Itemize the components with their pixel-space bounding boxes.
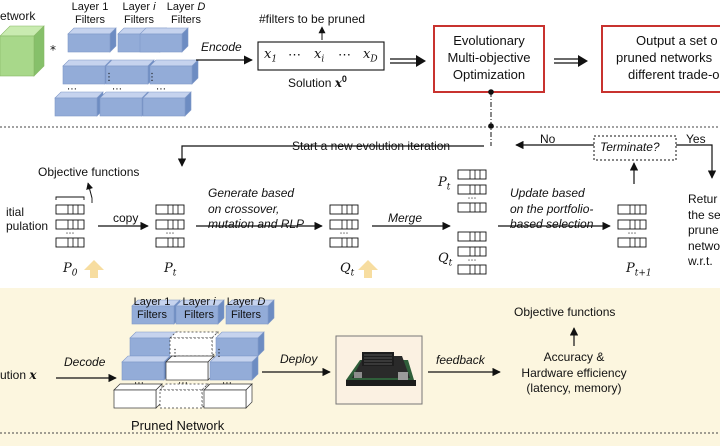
terminate-label: Terminate? xyxy=(600,140,660,154)
svg-text:⋮: ⋮ xyxy=(214,348,224,359)
Qt-label: Qt xyxy=(340,261,355,279)
Pt-label: Pt xyxy=(164,261,177,279)
population-Qt xyxy=(329,204,359,248)
merged-Qt-label: Qt xyxy=(438,251,453,269)
svg-text:⋯: ⋯ xyxy=(67,84,77,95)
encode-label: Encode xyxy=(201,40,242,54)
svg-text:⋯: ⋯ xyxy=(112,84,122,95)
xi-label: xi xyxy=(314,47,325,65)
emo-box xyxy=(433,25,545,93)
svg-text:⋯: ⋯ xyxy=(178,378,188,389)
pruned-filter-grid: ⋮ ⋮ ⋯ ⋯ ⋯ xyxy=(113,299,275,409)
top-filter-grid: ⋮ ⋮ ⋯ ⋯ ⋯ xyxy=(54,27,199,117)
solution-x-label: ution x xyxy=(0,368,37,382)
yes-label: Yes xyxy=(686,132,706,146)
edge-device-image xyxy=(335,335,423,405)
svg-text:*: * xyxy=(50,43,56,57)
svg-text:⋯: ⋯ xyxy=(134,378,144,389)
metrics-label: Accuracy & Hardware efficiency (latency,… xyxy=(521,350,627,396)
svg-text:⋮: ⋮ xyxy=(170,348,180,359)
output-text: Output a set o pruned networks different… xyxy=(616,33,720,82)
evaluate-up-arrow-1 xyxy=(84,260,104,278)
ellipsis-1: ⋯ xyxy=(288,47,301,62)
objective-functions-mid-label: Objective functions xyxy=(38,165,140,179)
terminate-box xyxy=(593,135,677,161)
solution-vector-box xyxy=(257,41,385,71)
merge-label: Merge xyxy=(388,211,423,225)
emo-text: Evolutionary Multi-objective Optimizatio… xyxy=(447,33,531,82)
population-P0 xyxy=(55,204,85,248)
ellipsis-2: ⋯ xyxy=(338,47,351,62)
objective-functions-bottom-label: Objective functions xyxy=(514,305,616,319)
merged-Pt-label: Pt xyxy=(438,175,451,193)
new-iteration-arrow xyxy=(177,145,484,167)
merged-population-Pt xyxy=(457,169,487,213)
deploy-label: Deploy xyxy=(280,352,318,366)
svg-text:⋮: ⋮ xyxy=(147,72,157,83)
start-iteration-label: Start a new evolution iteration xyxy=(292,139,451,153)
svg-text:⋮: ⋮ xyxy=(104,72,114,83)
merged-population-Qt xyxy=(457,231,487,275)
svg-text:⋯: ⋯ xyxy=(222,378,232,389)
decode-label: Decode xyxy=(64,355,106,369)
population-Pt1 xyxy=(617,204,647,248)
output-box xyxy=(601,25,720,93)
to-output-double-arrow xyxy=(554,55,588,67)
evaluate-up-arrow-2 xyxy=(358,260,378,278)
no-label: No xyxy=(540,132,556,146)
original-network-cube-icon xyxy=(0,25,45,77)
xD-label: xD xyxy=(363,47,378,65)
svg-text:⋯: ⋯ xyxy=(156,84,166,95)
copy-label: copy xyxy=(113,211,139,225)
filters-to-be-pruned-label: #filters to be pruned xyxy=(259,12,366,26)
Pt1-label: Pt+1 xyxy=(626,261,652,279)
solution-x0-label: Solution x0 xyxy=(288,74,347,90)
yes-arrow xyxy=(676,144,717,179)
population-Pt xyxy=(155,204,185,248)
pruned-network-label: Pruned Network xyxy=(131,418,225,433)
x1-label: x1 xyxy=(264,47,278,65)
feedback-label: feedback xyxy=(436,353,485,367)
network-label: etwork xyxy=(0,9,36,23)
P0-label: P0 xyxy=(63,261,78,279)
to-emo-double-arrow xyxy=(390,55,426,67)
